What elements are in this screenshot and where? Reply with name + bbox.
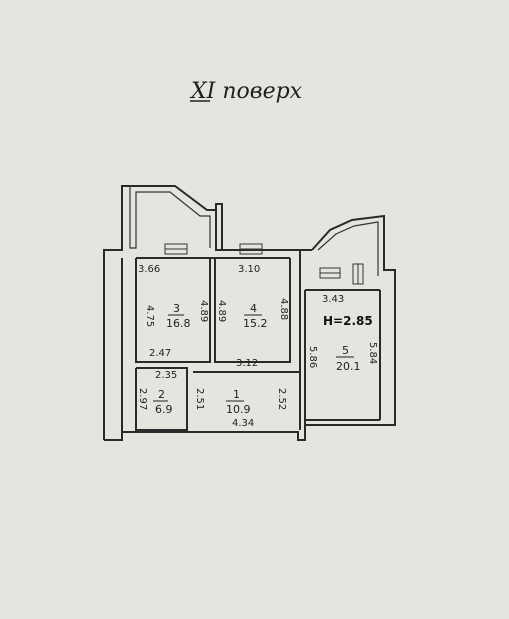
room5-number: 5 xyxy=(342,344,349,357)
room1-number: 1 xyxy=(233,388,240,401)
dim-room3-top: 3.66 xyxy=(138,264,160,275)
dim-room5-left: 5.86 xyxy=(307,346,318,368)
ceiling-height: H=2.85 xyxy=(323,314,373,328)
room2-number: 2 xyxy=(158,388,165,401)
dim-room5-right: 5.84 xyxy=(367,342,378,364)
room1-area: 10.9 xyxy=(226,403,251,416)
outer-walls xyxy=(103,185,396,441)
room4-number: 4 xyxy=(250,302,257,315)
room5-area: 20.1 xyxy=(336,360,361,373)
dim-room4-top: 3.10 xyxy=(238,264,260,275)
dim-room4-right: 4.88 xyxy=(278,298,289,320)
dim-room4-bottom: 3.12 xyxy=(236,358,258,369)
dim-room4-left: 4.89 xyxy=(216,300,227,322)
dim-room2-left: 2.97 xyxy=(137,388,148,410)
dim-room2-top: 2.35 xyxy=(155,370,177,381)
interior-walls xyxy=(135,250,381,431)
dim-room1-left: 2.51 xyxy=(194,388,205,410)
room2-area: 6.9 xyxy=(155,403,173,416)
dim-room3-bottom: 2.47 xyxy=(149,348,171,359)
dim-room1-right: 2.52 xyxy=(276,388,287,410)
dim-room3-right: 4.89 xyxy=(198,300,209,322)
room4-area: 15.2 xyxy=(243,317,268,330)
floor-title: XI поверх xyxy=(189,79,303,104)
room3-number: 3 xyxy=(173,302,180,315)
windows xyxy=(164,243,364,285)
dim-room5-top: 3.43 xyxy=(322,294,344,305)
dim-room1-bottom: 4.34 xyxy=(232,418,254,429)
dim-room3-left: 4.75 xyxy=(144,305,155,327)
room3-area: 16.8 xyxy=(166,317,191,330)
